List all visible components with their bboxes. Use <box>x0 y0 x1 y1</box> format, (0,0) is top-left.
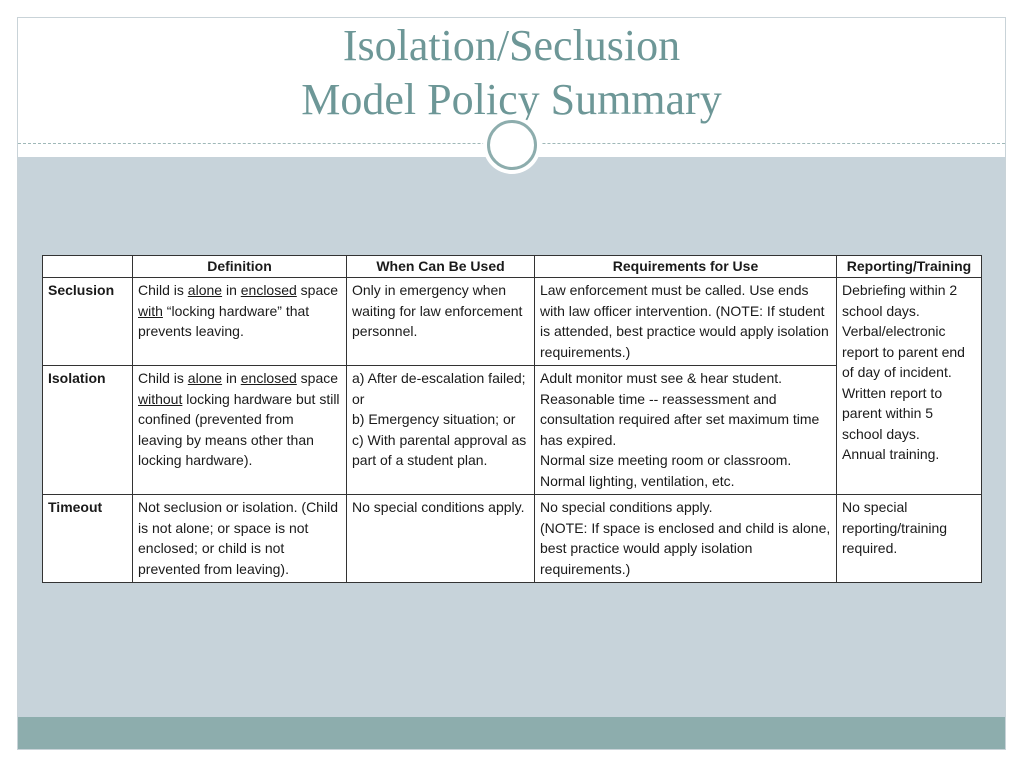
underlined-term: enclosed <box>240 370 297 386</box>
footer-bar <box>18 717 1005 749</box>
seclusion-requirements: Law enforcement must be called. Use ends… <box>534 277 837 366</box>
requirement-line: Normal size meeting room or classroom. <box>540 452 792 468</box>
underlined-term: alone <box>187 282 223 298</box>
text-run: in <box>222 370 241 386</box>
timeout-reporting: No special reporting/training required. <box>836 494 982 583</box>
timeout-definition: Not seclusion or isolation. (Child is no… <box>132 494 347 583</box>
underlined-term: alone <box>187 370 223 386</box>
when-line: a) After de-escalation failed; or <box>352 370 526 407</box>
requirement-line: Adult monitor must see & hear student. <box>540 370 783 386</box>
slide-title-line-1: Isolation/Seclusion <box>342 21 681 70</box>
reporting-line: Debriefing within 2 school days. <box>842 282 958 319</box>
isolation-when: a) After de-escalation failed; or b) Eme… <box>346 365 535 495</box>
shared-reporting-cell: Debriefing within 2 school days. Verbal/… <box>836 277 982 495</box>
table-row-timeout: Timeout Not seclusion or isolation. (Chi… <box>42 494 982 583</box>
text-run: Child is <box>138 370 188 386</box>
header-definition: Definition <box>132 255 347 278</box>
text-run: in <box>222 282 241 298</box>
underlined-term: without <box>138 390 183 407</box>
slide-frame: Isolation/Seclusion Model Policy Summary… <box>17 17 1006 750</box>
timeout-requirements: No special conditions apply. (NOTE: If s… <box>534 494 837 583</box>
requirement-line: Reasonable time -- reassessment and cons… <box>540 390 820 448</box>
underlined-term: enclosed <box>240 282 297 298</box>
text-run: space <box>296 282 339 298</box>
text-run: Child is <box>138 282 188 298</box>
header-when-can-be-used: When Can Be Used <box>346 255 535 278</box>
table-header-row: Definition When Can Be Used Requirements… <box>42 255 982 278</box>
requirement-line: (NOTE: If space is enclosed and child is… <box>540 519 831 577</box>
circle-ornament-icon <box>483 116 541 174</box>
text-run: space <box>296 370 339 386</box>
text-run: “locking hardware” that prevents leaving… <box>138 302 310 340</box>
isolation-definition: Child is alone in enclosed space without… <box>132 365 347 495</box>
requirement-line: No special conditions apply. <box>540 499 713 515</box>
header-requirements-for-use: Requirements for Use <box>534 255 837 278</box>
slide-title-line-2: Model Policy Summary <box>301 75 722 124</box>
reporting-line: Annual training. <box>842 446 940 462</box>
policy-table: Definition When Can Be Used Requirements… <box>42 255 982 583</box>
row-label-timeout: Timeout <box>42 494 133 583</box>
row-label-seclusion: Seclusion <box>42 277 133 366</box>
requirement-line: Normal lighting, ventilation, etc. <box>540 472 735 489</box>
reporting-line: Verbal/electronic report to parent end o… <box>842 323 965 380</box>
seclusion-when: Only in emergency when waiting for law e… <box>346 277 535 366</box>
when-line: c) With parental approval as part of a s… <box>352 431 527 469</box>
ring-outer <box>487 120 537 170</box>
table-row-isolation: Isolation Child is alone in enclosed spa… <box>42 365 982 495</box>
header-cell-empty <box>42 255 133 278</box>
text-run: locking hardware but still confined (pre… <box>138 390 340 469</box>
underlined-term: with <box>138 302 163 319</box>
table-row-seclusion: Seclusion Child is alone in enclosed spa… <box>42 277 982 495</box>
isolation-requirements: Adult monitor must see & hear student. R… <box>534 365 837 495</box>
row-label-isolation: Isolation <box>42 365 133 495</box>
reporting-line: Written report to parent within 5 school… <box>842 384 943 442</box>
header-reporting-training: Reporting/Training <box>836 255 982 278</box>
seclusion-definition: Child is alone in enclosed space with “l… <box>132 277 347 366</box>
when-line: b) Emergency situation; or <box>352 411 516 427</box>
timeout-when: No special conditions apply. <box>346 494 535 583</box>
